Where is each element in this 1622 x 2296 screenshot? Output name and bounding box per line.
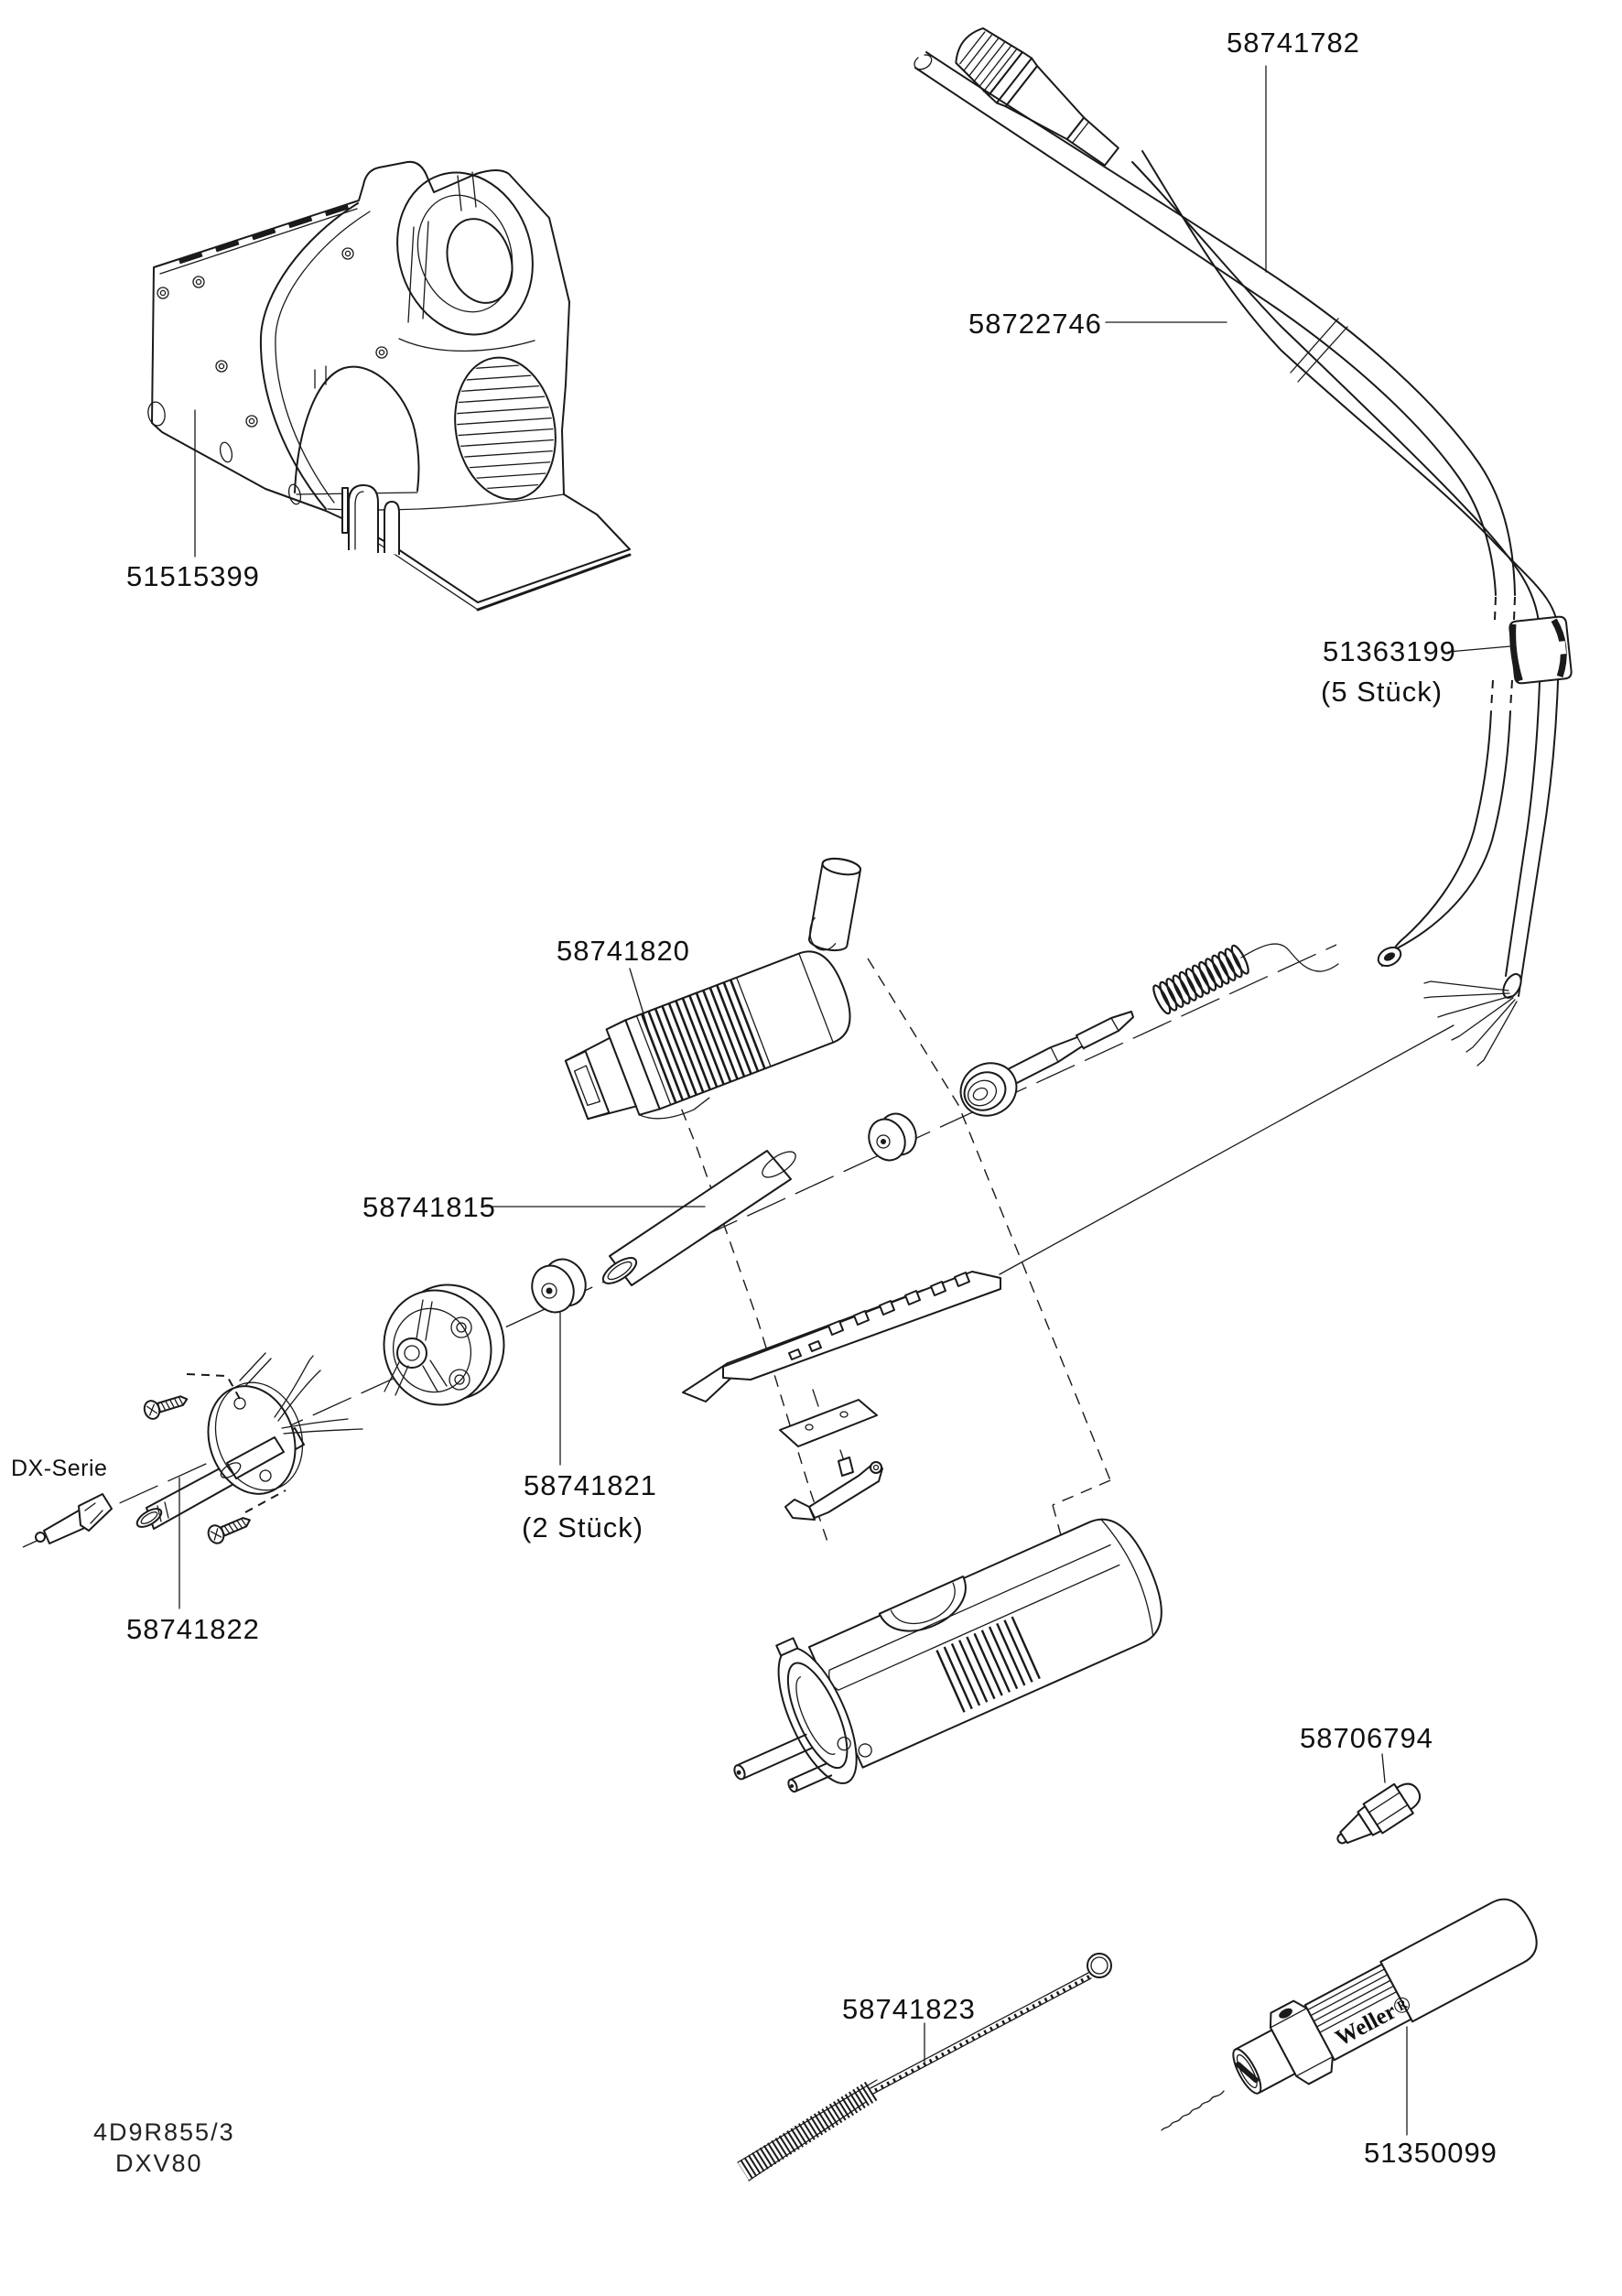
trigger-bracket [784,1457,883,1521]
drill-bit [1161,2090,1225,2131]
cable-clip [1508,615,1573,685]
dx-tip-assembly [35,1352,363,1547]
break-marks [1290,318,1348,383]
cleaning-tool: Weller® [1161,1898,1538,2131]
holder-stand [147,160,632,612]
handle-assembly [733,1518,1162,1793]
contact-plate [779,1399,878,1447]
labels: 58741782 58722746 51363199 (5 Stück) 515… [11,27,1498,2169]
vent-grille [451,362,561,492]
spring [1149,942,1253,1017]
suction-nozzle [1336,1782,1422,1845]
dx-tip [35,1493,113,1544]
cleaning-brush [737,1953,1112,2182]
spring-wire-tail [1240,943,1339,972]
label-tip-retainer: 58741822 [126,1613,260,1645]
cable-assembly [914,27,1573,1067]
label-hose: 58722746 [968,308,1102,340]
connector-plug [955,27,1119,167]
mounting-holes [147,247,388,505]
model-number: DXV80 [115,2150,203,2177]
label-cleaning-brush: 58741823 [842,1993,976,2025]
seal-grommet [531,1258,587,1314]
cable-wire-ends [1423,973,1522,1067]
seal-grommet-front [868,1112,917,1162]
label-holder-stand: 51515399 [126,560,260,592]
sensor-board-assembly [682,1271,1001,1521]
label-barrel-tube: 58741815 [362,1191,496,1223]
label-tip-series: DX-Serie [11,1456,107,1481]
label-seal-qty: (2 Stück) [522,1511,643,1543]
electric-cable [1131,150,1561,997]
label-suction-nozzle: 58706794 [1300,1722,1433,1754]
heating-element-assembly [564,857,1339,1162]
heating-element [564,950,851,1121]
sensor-board [722,1271,1001,1381]
label-heating-element: 58741820 [557,935,690,967]
label-cleaning-tool: 51350099 [1364,2137,1498,2169]
screw [204,1511,254,1547]
leader-lines [178,65,1511,2136]
sleeve [808,857,862,952]
label-cable-clip-qty: (5 Stück) [1321,676,1443,708]
barrel-tube [601,1150,796,1286]
label-seal: 58741821 [524,1469,657,1501]
label-cable-clip: 51363199 [1323,635,1456,667]
screw [141,1389,191,1422]
flange-housing [383,1283,505,1406]
label-cable-assembly: 58741782 [1227,27,1360,59]
plunger-stem [959,1011,1134,1117]
title-block: 4D9R855/3 DXV80 [93,2118,235,2177]
drawing-number: 4D9R855/3 [93,2118,235,2146]
vacuum-hose [914,51,1516,968]
sensor-wires [239,1352,363,1435]
tip-retainer-barrel [135,1352,363,1530]
